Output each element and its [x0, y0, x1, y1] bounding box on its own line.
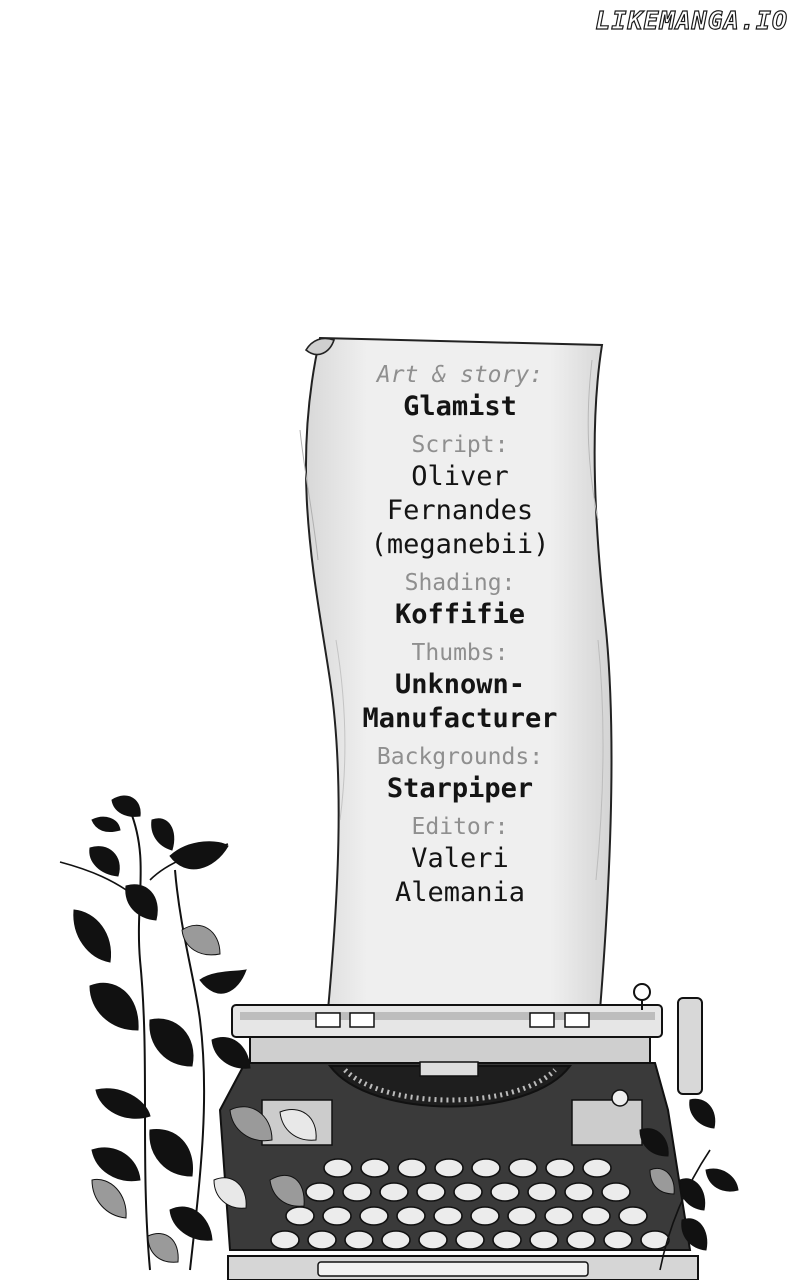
- thumbs-name-line-2: Manufacturer: [362, 703, 558, 734]
- backgrounds-name: Starpiper: [386, 773, 534, 804]
- script-name-line-2: Fernandes: [386, 495, 534, 526]
- thumbs-name-line-1: Unknown-: [394, 669, 526, 700]
- art-story-label: Art & story:: [376, 362, 544, 388]
- leafy-plant-icon: [59, 795, 317, 1271]
- editor-name-line-1: Valeri: [411, 843, 509, 874]
- backgrounds-label: Backgrounds:: [376, 744, 544, 770]
- editor-label: Editor:: [411, 814, 509, 840]
- script-name-line-3: (meganebii): [370, 529, 550, 560]
- shading-label: Shading:: [404, 570, 516, 596]
- leafy-plant-icon: [639, 1098, 739, 1271]
- site-watermark: LIKEMANGA.IO: [595, 5, 788, 35]
- credits-block: Art & story: Glamist Script: Oliver Fern…: [330, 360, 590, 910]
- shading-name: Koffifie: [394, 599, 526, 630]
- script-label: Script:: [411, 432, 509, 458]
- art-story-name: Glamist: [403, 391, 517, 422]
- editor-name-line-2: Alemania: [394, 877, 526, 908]
- thumbs-label: Thumbs:: [411, 640, 509, 666]
- script-name-line-1: Oliver: [411, 461, 509, 492]
- typewriter-icon: [218, 983, 703, 1280]
